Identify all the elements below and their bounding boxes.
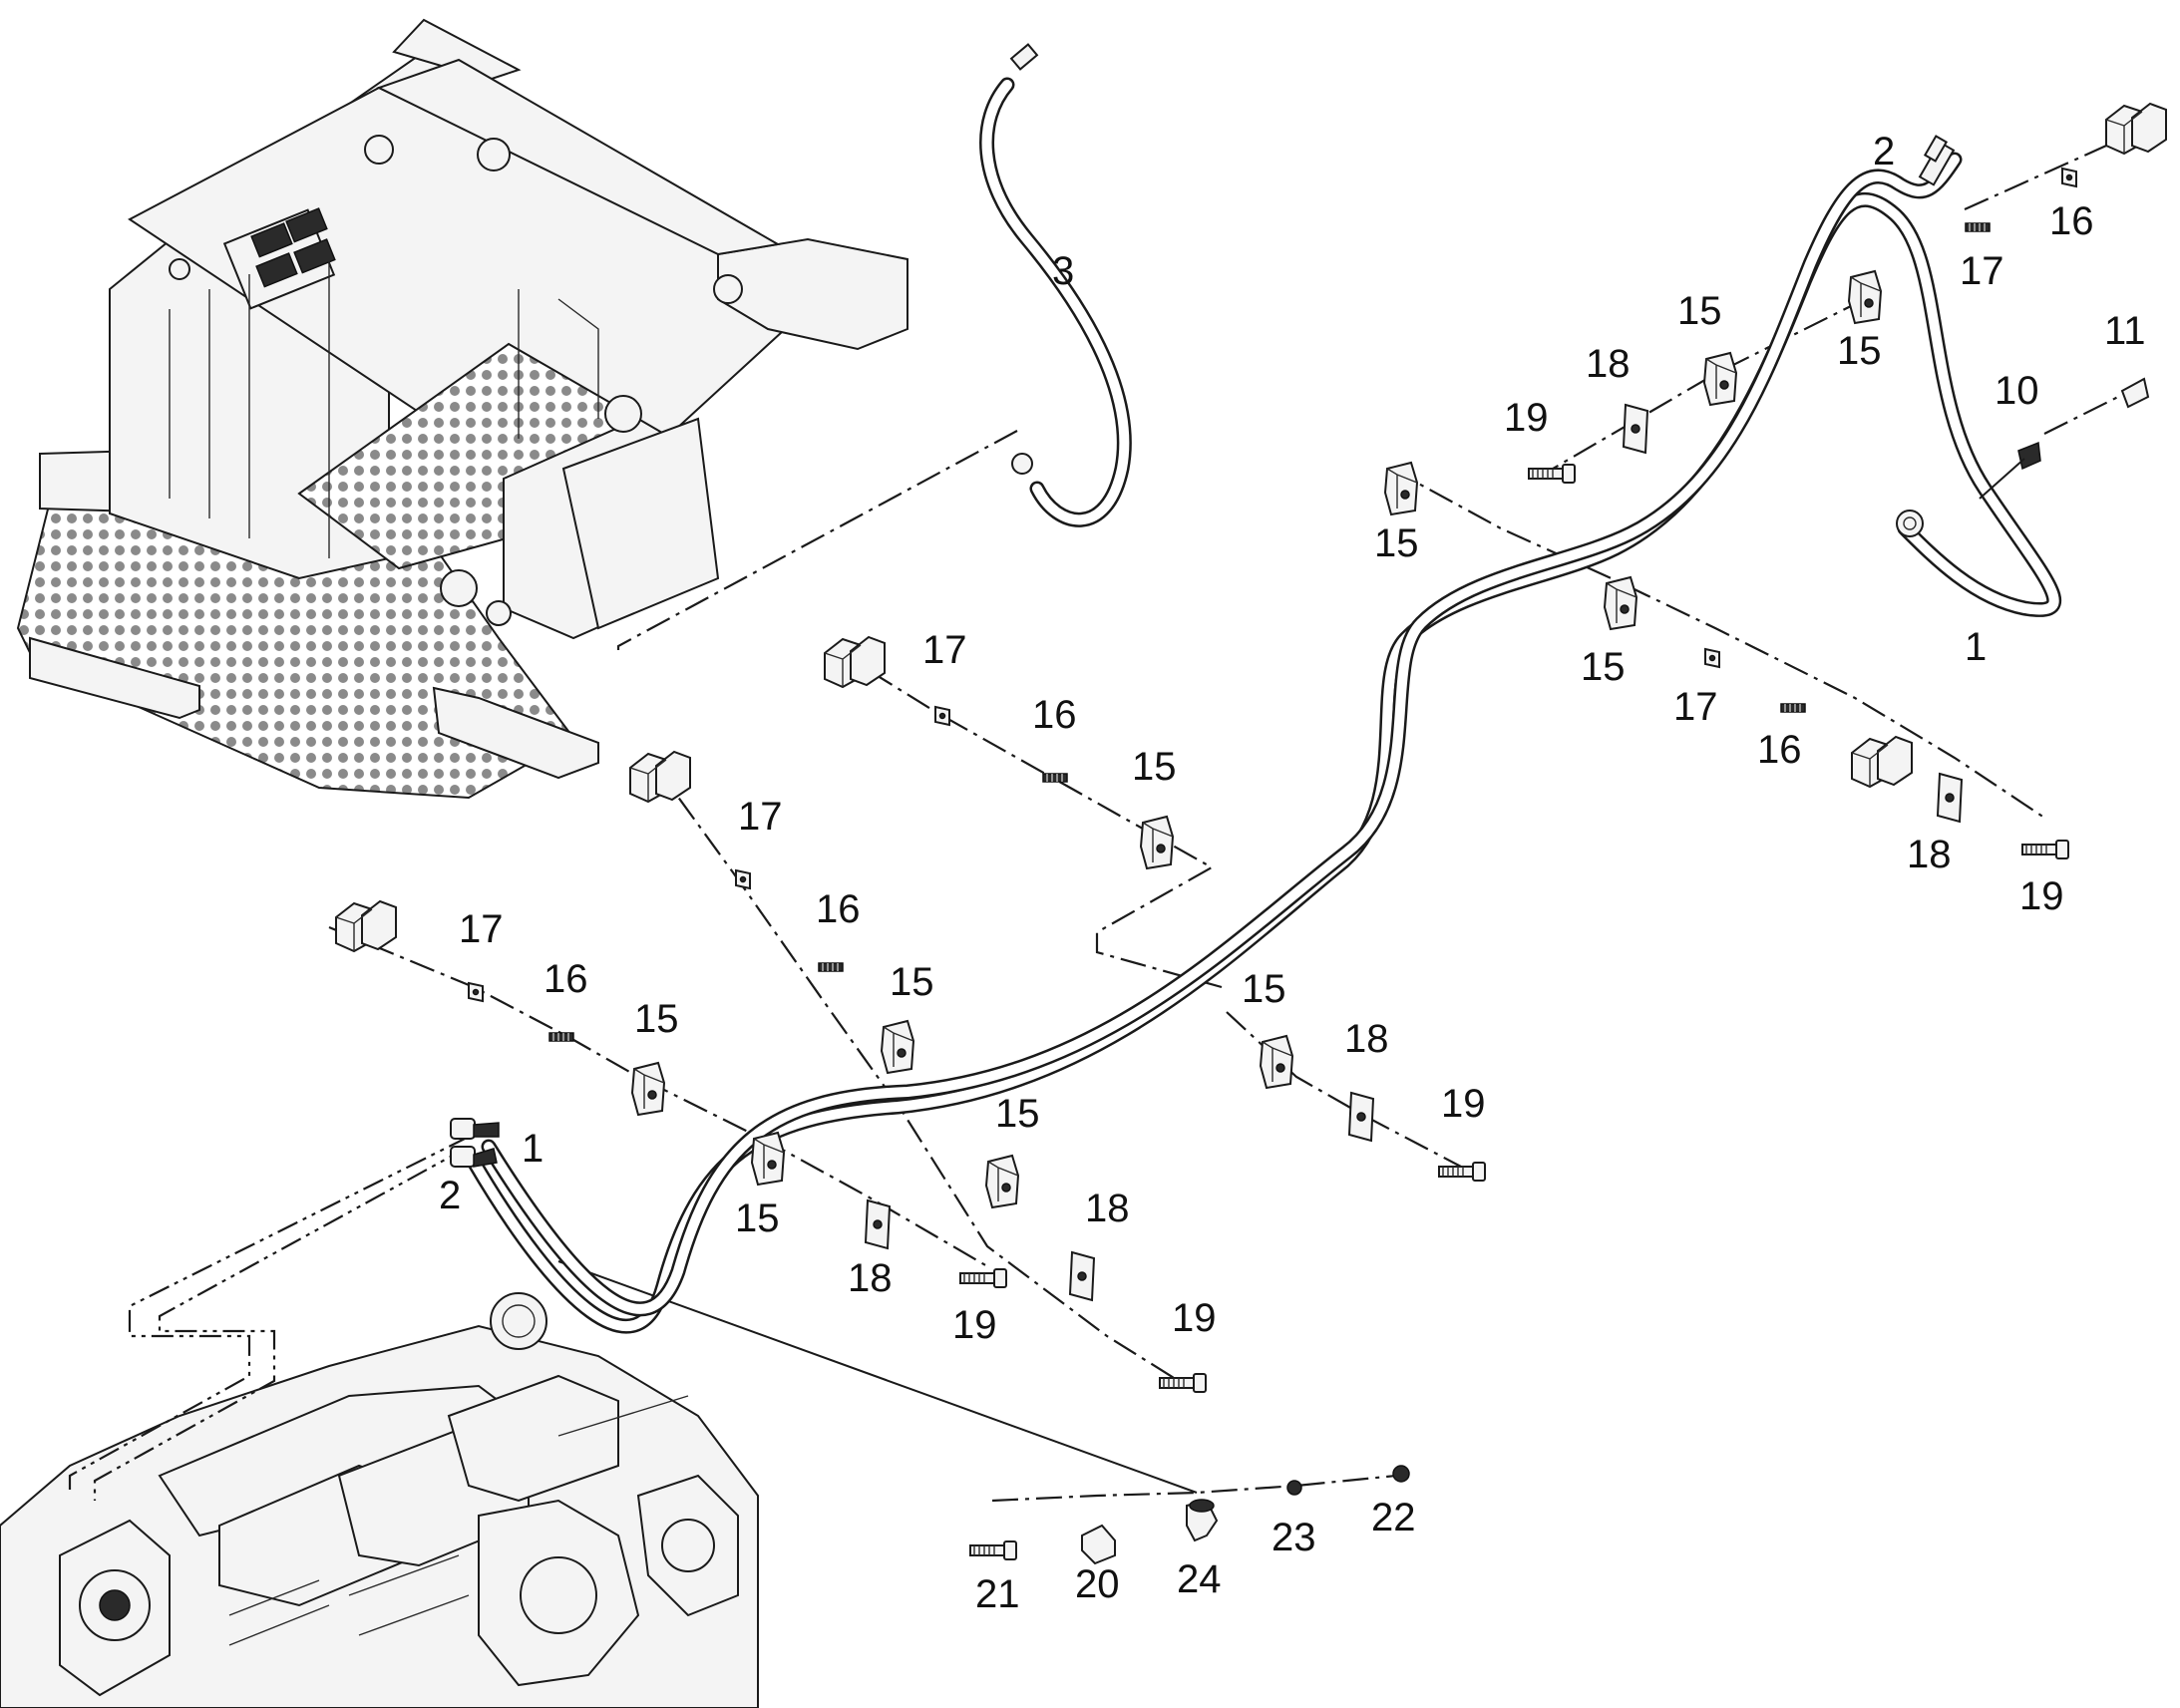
callout-21: 21 bbox=[975, 1572, 1020, 1616]
callout-15: 15 bbox=[1242, 967, 1286, 1011]
callout-2: 2 bbox=[439, 1174, 461, 1217]
callout-1: 1 bbox=[522, 1127, 544, 1171]
callout-19: 19 bbox=[1441, 1082, 1486, 1126]
callout-18: 18 bbox=[1907, 833, 1952, 876]
callout-19: 19 bbox=[1172, 1296, 1217, 1340]
callout-23: 23 bbox=[1272, 1516, 1316, 1559]
callout-labels: 1 1 2 2 3 10 11 15 15 15 15 15 15 15 15 … bbox=[439, 130, 2146, 1616]
callout-16: 16 bbox=[816, 887, 861, 931]
hardware-parts bbox=[335, 103, 2167, 1565]
callout-15: 15 bbox=[735, 1196, 780, 1240]
callout-18: 18 bbox=[1586, 342, 1631, 386]
callout-15: 15 bbox=[1837, 329, 1882, 373]
engine bbox=[0, 1292, 759, 1708]
hose-3 bbox=[979, 43, 1132, 527]
callout-18: 18 bbox=[1085, 1187, 1130, 1230]
callout-17: 17 bbox=[1673, 685, 1718, 729]
callout-15: 15 bbox=[1677, 289, 1722, 333]
callout-15: 15 bbox=[634, 997, 679, 1041]
callout-16: 16 bbox=[1757, 728, 1802, 772]
callout-18: 18 bbox=[848, 1256, 893, 1300]
callout-18: 18 bbox=[1344, 1017, 1389, 1061]
callout-16: 16 bbox=[1032, 693, 1077, 737]
callout-17: 17 bbox=[922, 628, 967, 672]
callout-17: 17 bbox=[738, 795, 783, 839]
callout-15: 15 bbox=[890, 960, 934, 1004]
callout-15: 15 bbox=[995, 1092, 1040, 1136]
callout-16: 16 bbox=[544, 957, 588, 1001]
callout-19: 19 bbox=[952, 1303, 997, 1347]
callout-24: 24 bbox=[1177, 1557, 1222, 1601]
callout-15: 15 bbox=[1581, 645, 1626, 689]
hose-end-fittings bbox=[450, 510, 1924, 1168]
callout-17: 17 bbox=[459, 907, 504, 951]
callout-16: 16 bbox=[2049, 199, 2094, 243]
hose-2 bbox=[481, 135, 1963, 1317]
machine-frame bbox=[16, 18, 908, 800]
callout-2: 2 bbox=[1873, 130, 1895, 173]
callout-19: 19 bbox=[2019, 874, 2064, 918]
callout-11: 11 bbox=[2104, 309, 2146, 353]
callout-19: 19 bbox=[1504, 396, 1549, 440]
callout-15: 15 bbox=[1132, 745, 1177, 789]
callout-3: 3 bbox=[1052, 249, 1074, 293]
callout-22: 22 bbox=[1371, 1496, 1416, 1539]
callout-1: 1 bbox=[1965, 625, 1987, 669]
callout-17: 17 bbox=[1960, 249, 2004, 293]
callout-15: 15 bbox=[1374, 521, 1419, 565]
callout-20: 20 bbox=[1075, 1562, 1120, 1606]
callout-10: 10 bbox=[1995, 369, 2039, 413]
